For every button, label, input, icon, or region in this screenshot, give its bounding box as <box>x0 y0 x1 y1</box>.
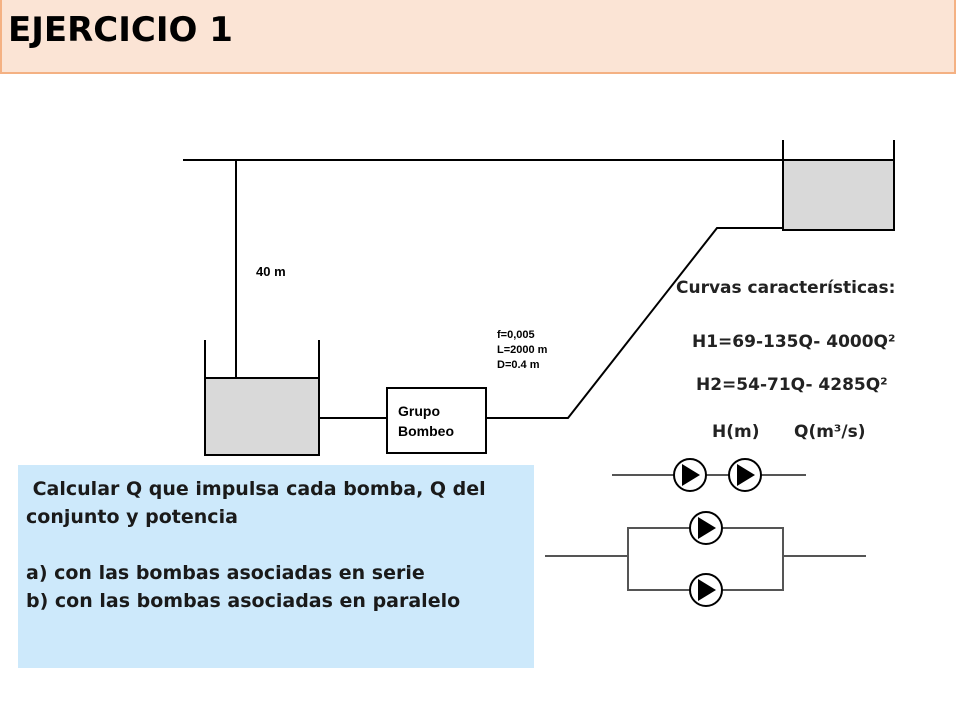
page-title: EJERCICIO 1 <box>8 10 233 50</box>
lower-tank <box>204 340 320 456</box>
upper-tank-walls <box>782 140 895 231</box>
curves-heading: Curvas características: <box>676 278 896 298</box>
pipe-param-f: f=0,005 <box>497 329 535 341</box>
parallel-pumps-schematic <box>545 511 866 607</box>
series-pump-2-icon <box>728 458 762 492</box>
task-box: Calcular Q que impulsa cada bomba, Q del… <box>18 465 534 668</box>
discharge-pipe <box>486 227 783 419</box>
height-label: 40 m <box>256 264 286 279</box>
unit-q: Q(m³/s) <box>794 422 866 442</box>
pipe-param-l: L=2000 m <box>497 344 548 356</box>
title-bar: EJERCICIO 1 <box>0 0 956 74</box>
pipe-param-d: D=0.4 m <box>497 359 540 371</box>
curve-h1: H1=69-135Q- 4000Q² <box>692 332 896 352</box>
lower-tank-water <box>205 378 319 455</box>
task-item-a: a) con las bombas asociadas en serie <box>26 562 425 584</box>
pump-label-line2: Bombeo <box>398 423 454 439</box>
parallel-pump-2-icon <box>689 573 723 607</box>
upper-tank <box>782 140 895 231</box>
task-line2: conjunto y potencia <box>26 506 238 528</box>
pump-group-box <box>386 387 487 454</box>
lower-tank-walls <box>204 340 320 456</box>
task-gap <box>26 531 526 559</box>
unit-h: H(m) <box>712 422 760 442</box>
pump-label-line1: Grupo <box>398 403 440 419</box>
series-pump-1-icon <box>673 458 707 492</box>
task-line1: Calcular Q que impulsa cada bomba, Q del <box>26 478 486 500</box>
parallel-pump-1-icon <box>689 511 723 545</box>
series-pumps-schematic <box>612 458 806 492</box>
upper-tank-water <box>783 160 894 230</box>
curve-h2: H2=54-71Q- 4285Q² <box>696 375 888 395</box>
task-item-b: b) con las bombas asociadas en paralelo <box>26 590 461 612</box>
